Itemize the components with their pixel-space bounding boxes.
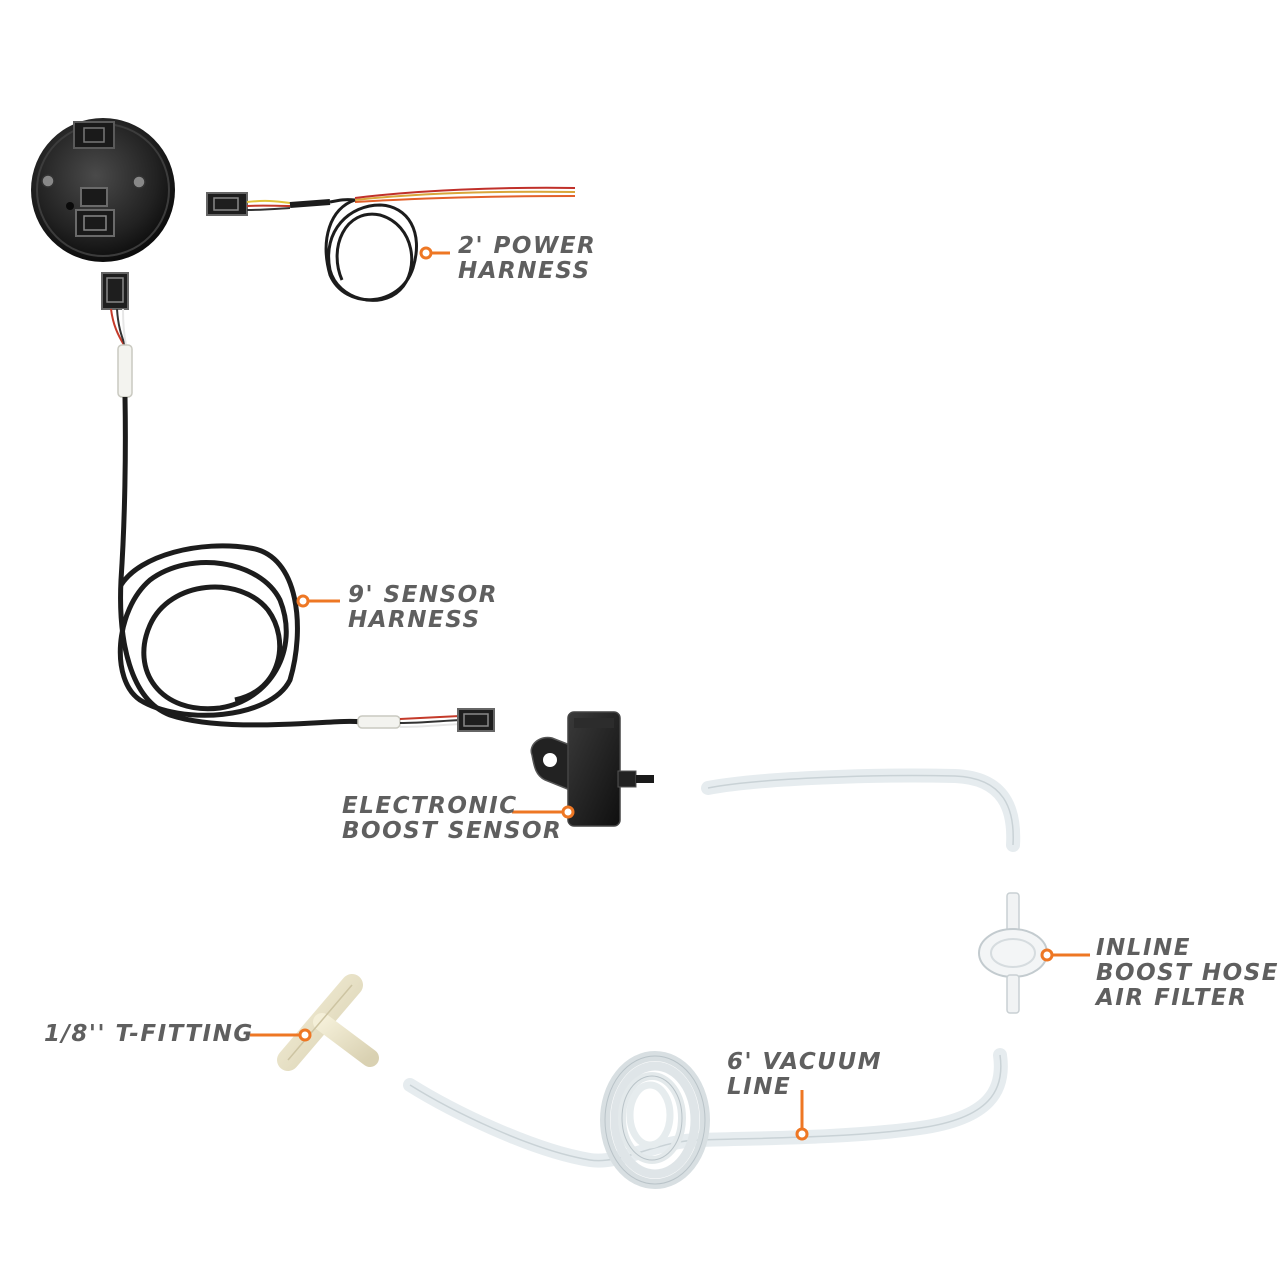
callout-leaders (250, 251, 1090, 1132)
callout-dots (296, 246, 1054, 1141)
label-line: ELECTRONIC (342, 793, 518, 819)
label-line: 2' POWER (458, 233, 597, 259)
label-air-filter: INLINE BOOST HOSE AIR FILTER (1096, 936, 1279, 1011)
label-line: LINE (727, 1074, 792, 1100)
boost-sensor (530, 711, 654, 827)
power-harness (206, 186, 576, 302)
label-line: HARNESS (458, 258, 591, 284)
sensor-harness (101, 272, 495, 732)
label-power-harness: 2' POWER HARNESS (458, 234, 596, 284)
label-line: AIR FILTER (1096, 985, 1248, 1011)
t-fitting (277, 974, 379, 1071)
upper-hose (701, 768, 1021, 852)
label-t-fitting: 1/8'' T-FITTING (44, 1022, 254, 1047)
label-vacuum-line: 6' VACUUM LINE (727, 1050, 882, 1100)
label-sensor-harness: 9' SENSOR HARNESS (348, 583, 498, 633)
label-line: 1/8'' T-FITTING (44, 1021, 254, 1047)
label-line: INLINE (1096, 935, 1191, 961)
label-line: 9' SENSOR (348, 582, 498, 608)
label-line: BOOST HOSE (1096, 960, 1279, 986)
label-line: HARNESS (348, 607, 481, 633)
label-line: BOOST SENSOR (342, 818, 563, 844)
vacuum-line (403, 1048, 1008, 1189)
label-boost-sensor: ELECTRONIC BOOST SENSOR (342, 794, 562, 844)
gauge-back (31, 118, 175, 262)
label-line: 6' VACUUM (727, 1049, 883, 1075)
inline-air-filter (978, 892, 1048, 1014)
